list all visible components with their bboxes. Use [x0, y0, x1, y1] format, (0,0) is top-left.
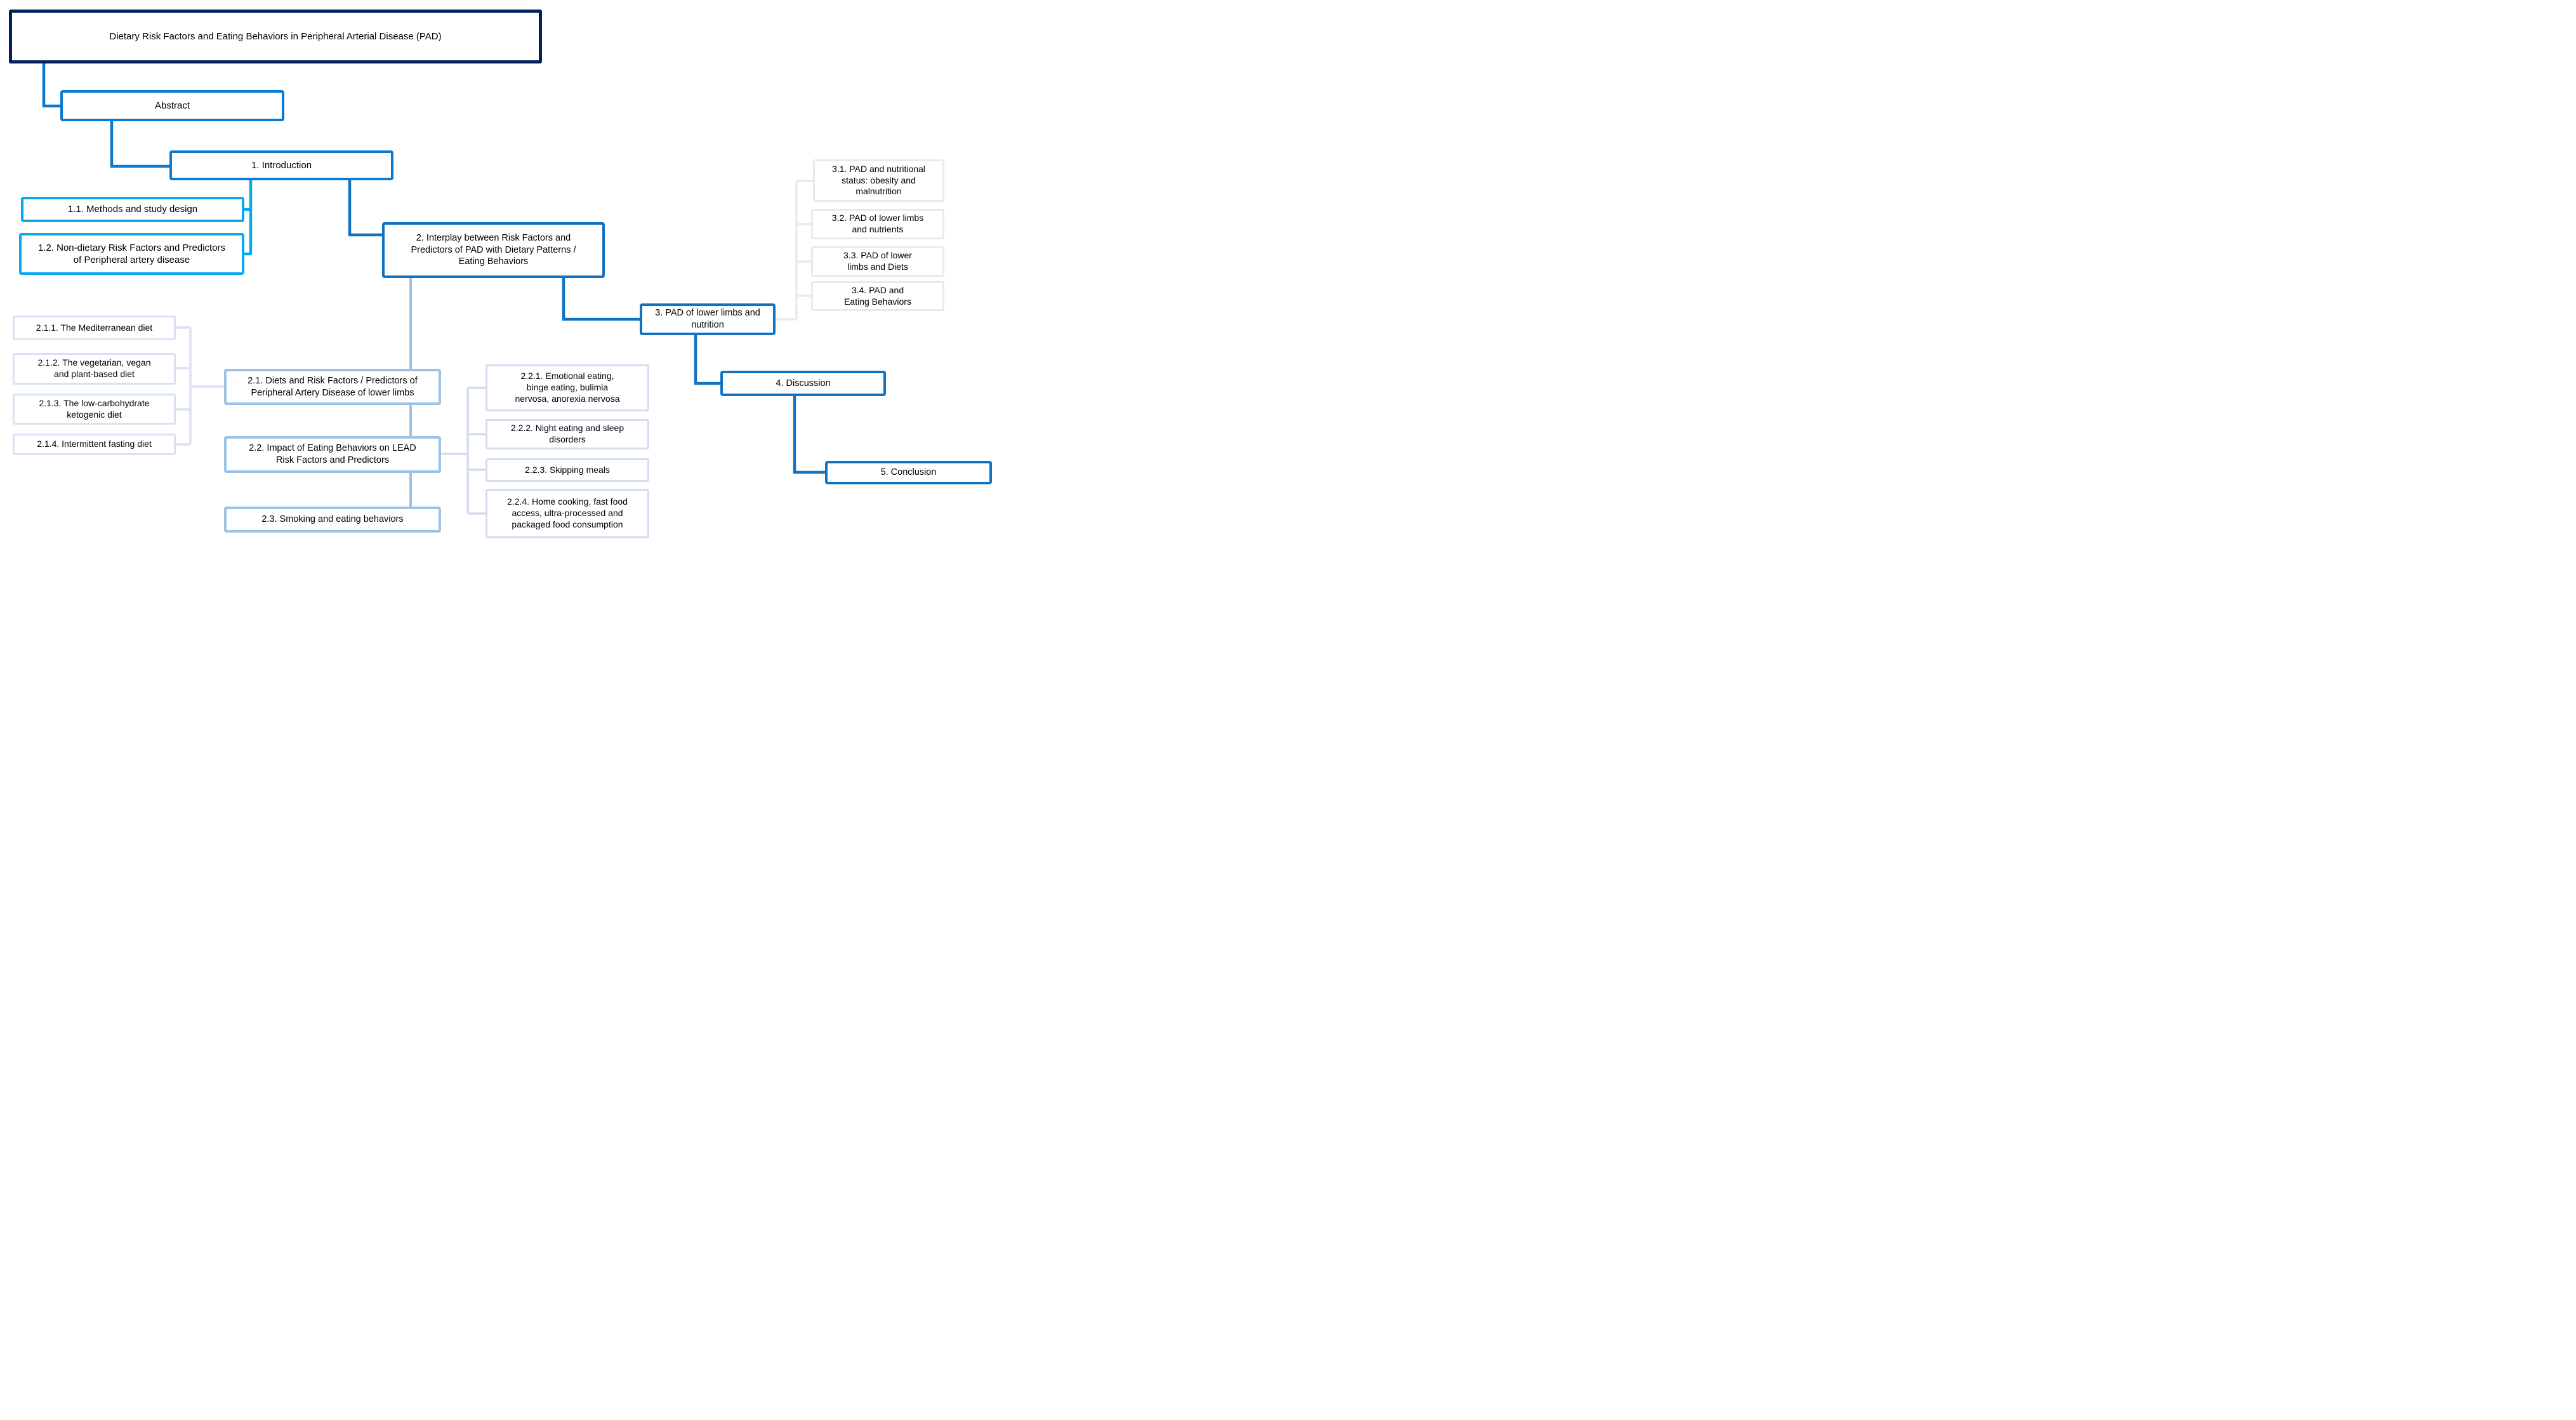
- node-2-1-4-fasting: 2.1.4. Intermittent fasting diet: [13, 434, 176, 455]
- node-2-2-4-home-cooking: 2.2.4. Home cooking, fast food access, u…: [485, 489, 649, 538]
- node-2-1-2-vegetarian: 2.1.2. The vegetarian, vegan and plant-b…: [13, 353, 176, 385]
- connector-abstract-introduction: [110, 121, 169, 168]
- node-4-discussion: 4. Discussion: [720, 371, 886, 396]
- node-2-1-1-mediterranean: 2.1.1. The Mediterranean diet: [13, 315, 176, 340]
- node-title: Dietary Risk Factors and Eating Behavior…: [9, 10, 542, 63]
- node-2-interplay: 2. Interplay between Risk Factors and Pr…: [382, 222, 605, 278]
- diagram-canvas: Dietary Risk Factors and Eating Behavior…: [0, 0, 995, 548]
- node-3-pad-lower-limbs: 3. PAD of lower limbs and nutrition: [640, 303, 776, 335]
- connector-2-3: [562, 277, 640, 321]
- connector-introduction-2: [348, 180, 382, 237]
- node-abstract: Abstract: [60, 90, 284, 121]
- connector-4-5: [793, 395, 825, 474]
- node-1-introduction: 1. Introduction: [169, 150, 393, 180]
- node-2-2-2-night-eating: 2.2.2. Night eating and sleep disorders: [485, 419, 649, 449]
- node-3-1-nutritional-status: 3.1. PAD and nutritional status: obesity…: [813, 159, 944, 202]
- node-2-2-3-skipping: 2.2.3. Skipping meals: [485, 458, 649, 482]
- node-3-3-diets: 3.3. PAD of lower limbs and Diets: [811, 246, 944, 277]
- node-2-2-1-emotional: 2.2.1. Emotional eating, binge eating, b…: [485, 364, 649, 411]
- node-2-2-impact: 2.2. Impact of Eating Behaviors on LEAD …: [224, 436, 441, 473]
- node-3-2-nutrients: 3.2. PAD of lower limbs and nutrients: [811, 209, 944, 239]
- node-2-3-smoking: 2.3. Smoking and eating behaviors: [224, 507, 441, 533]
- node-1-1-methods: 1.1. Methods and study design: [21, 197, 244, 222]
- node-3-4-eating-behaviors: 3.4. PAD and Eating Behaviors: [811, 281, 944, 311]
- node-2-1-diets: 2.1. Diets and Risk Factors / Predictors…: [224, 369, 441, 405]
- node-1-2-non-dietary: 1.2. Non-dietary Risk Factors and Predic…: [19, 233, 244, 275]
- connector-3-4: [694, 335, 720, 385]
- node-2-1-3-ketogenic: 2.1.3. The low-carbohydrate ketogenic di…: [13, 394, 176, 425]
- connector-title-abstract: [42, 63, 60, 108]
- node-5-conclusion: 5. Conclusion: [825, 461, 992, 484]
